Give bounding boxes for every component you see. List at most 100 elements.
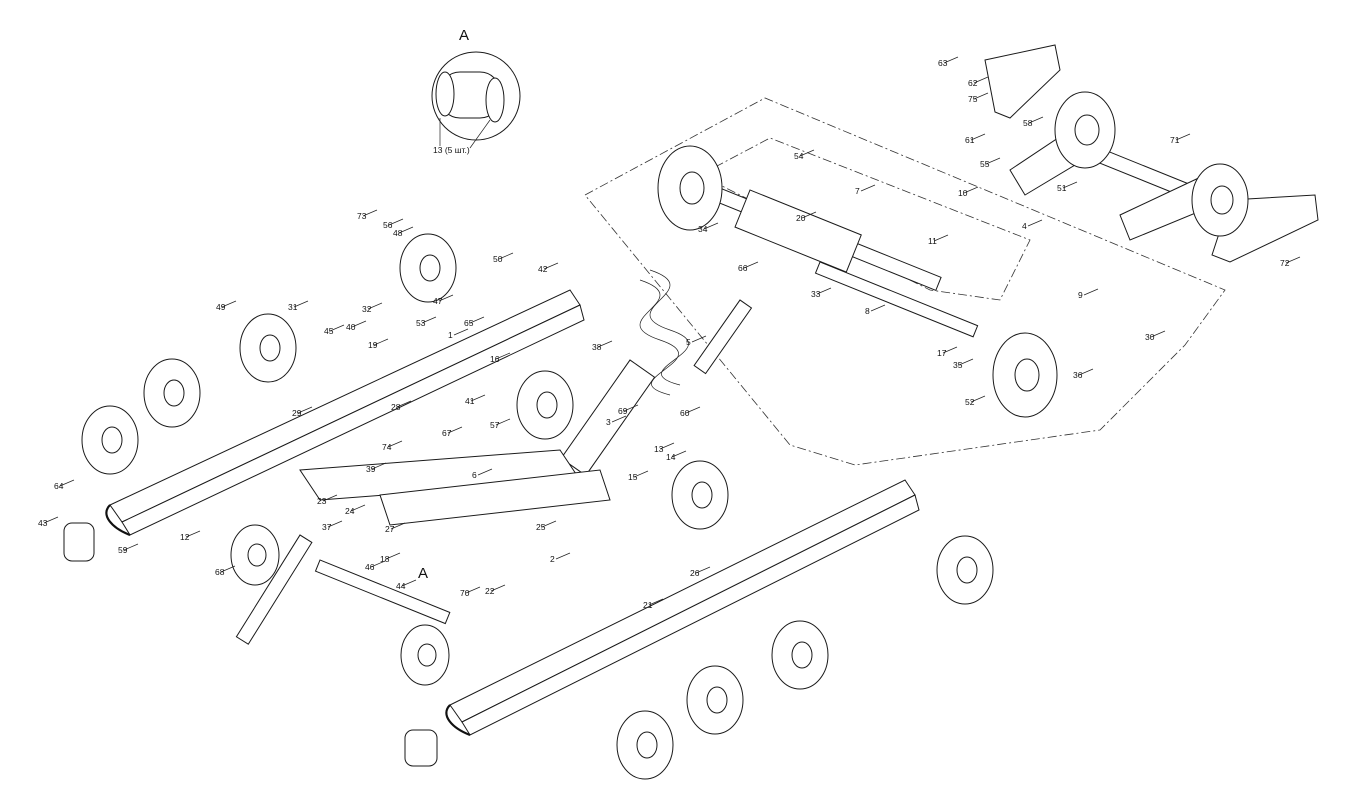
leader-line (870, 304, 886, 312)
leader-line (691, 335, 707, 343)
part-number-40: 40 (346, 322, 356, 332)
part-number-70: 70 (460, 588, 470, 598)
part-number-25: 25 (536, 522, 546, 532)
leader-line (373, 338, 389, 346)
part-number-61: 61 (965, 135, 975, 145)
part-number-labels: 1234567891011121314151617181920212223242… (38, 56, 1301, 610)
part-number-9: 9 (1078, 290, 1083, 300)
part-number-56: 56 (383, 220, 393, 230)
wheel (230, 524, 280, 586)
leader-line (398, 226, 414, 234)
part-number-58: 58 (1023, 118, 1033, 128)
part-number-45: 45 (324, 326, 334, 336)
leader-line (973, 76, 989, 84)
leader-line (123, 543, 139, 551)
wheel (616, 710, 674, 780)
leader-line (1083, 288, 1099, 296)
part-number-12: 12 (180, 532, 190, 542)
leader-line (958, 358, 974, 366)
leader-line (401, 579, 417, 587)
leader-line (1062, 181, 1078, 189)
leader-line (860, 184, 876, 192)
leader-line (293, 300, 309, 308)
part-number-30: 30 (1145, 332, 1155, 342)
wheel (686, 665, 744, 735)
leader-line (985, 157, 1001, 165)
part-number-65: 65 (464, 318, 474, 328)
leader-line (421, 316, 437, 324)
part-number-48: 48 (393, 228, 403, 238)
part-number-49: 49 (216, 302, 226, 312)
part-number-37: 37 (322, 522, 332, 532)
part-number-6: 6 (472, 470, 477, 480)
wheel (657, 145, 723, 231)
leader-line (322, 494, 338, 502)
part-number-31: 31 (288, 302, 298, 312)
leader-line (801, 211, 817, 219)
part-number-28: 28 (391, 402, 401, 412)
detail-a-caption: 13 (5 шт.) (433, 145, 470, 155)
part-number-68: 68 (215, 567, 225, 577)
part-number-16: 16 (490, 354, 500, 364)
idler-wheels (81, 91, 1249, 780)
part-number-62: 62 (968, 78, 978, 88)
wheel (671, 460, 729, 530)
leader-line (367, 302, 383, 310)
leader-line (447, 426, 463, 434)
leader-line (371, 462, 387, 470)
part-number-5: 5 (686, 337, 691, 347)
detail-a-inset (431, 51, 521, 149)
leader-line (438, 294, 454, 302)
part-number-27: 27 (385, 524, 395, 534)
wheel (936, 535, 994, 605)
part-number-54: 54 (794, 151, 804, 161)
leader-line (685, 406, 701, 414)
leader-line (970, 133, 986, 141)
leader-line (362, 209, 378, 217)
leader-line (1078, 368, 1094, 376)
part-number-10: 10 (958, 188, 968, 198)
leader-line (648, 598, 664, 606)
part-number-32: 32 (362, 304, 372, 314)
leader-line (220, 565, 236, 573)
leader-line (465, 586, 481, 594)
part-number-13: 13 (654, 444, 664, 454)
part-number-34: 34 (698, 224, 708, 234)
leader-line (469, 316, 485, 324)
leader-line (623, 404, 639, 412)
part-number-42: 42 (538, 264, 548, 274)
part-number-53: 53 (416, 318, 426, 328)
part-number-4: 4 (1022, 221, 1027, 231)
part-number-51: 51 (1057, 183, 1067, 193)
part-number-52: 52 (965, 397, 975, 407)
leader-line (942, 346, 958, 354)
part-number-57: 57 (490, 420, 500, 430)
right-lower-rail (445, 479, 920, 737)
part-number-8: 8 (865, 306, 870, 316)
part-number-55: 55 (980, 159, 990, 169)
leader-line (659, 442, 675, 450)
leader-line (490, 584, 506, 592)
leader-line (327, 520, 343, 528)
wheel (400, 624, 450, 686)
part-number-33: 33 (811, 289, 821, 299)
part-number-15: 15 (628, 472, 638, 482)
wheel (143, 358, 201, 428)
part-number-43: 43 (38, 518, 48, 528)
leader-line (221, 300, 237, 308)
part-number-73: 73 (357, 211, 367, 221)
leader-line (1175, 133, 1191, 141)
leader-line (943, 56, 959, 64)
part-number-17: 17 (937, 348, 947, 358)
part-number-60: 60 (680, 408, 690, 418)
part-number-20: 20 (796, 213, 806, 223)
part-number-18: 18 (380, 554, 390, 564)
part-number-11: 11 (928, 236, 937, 246)
leader-line (695, 566, 711, 574)
part-number-24: 24 (345, 506, 355, 516)
leader-line (1285, 256, 1301, 264)
part-number-1: 1 (448, 330, 453, 340)
part-number-2: 2 (550, 554, 555, 564)
